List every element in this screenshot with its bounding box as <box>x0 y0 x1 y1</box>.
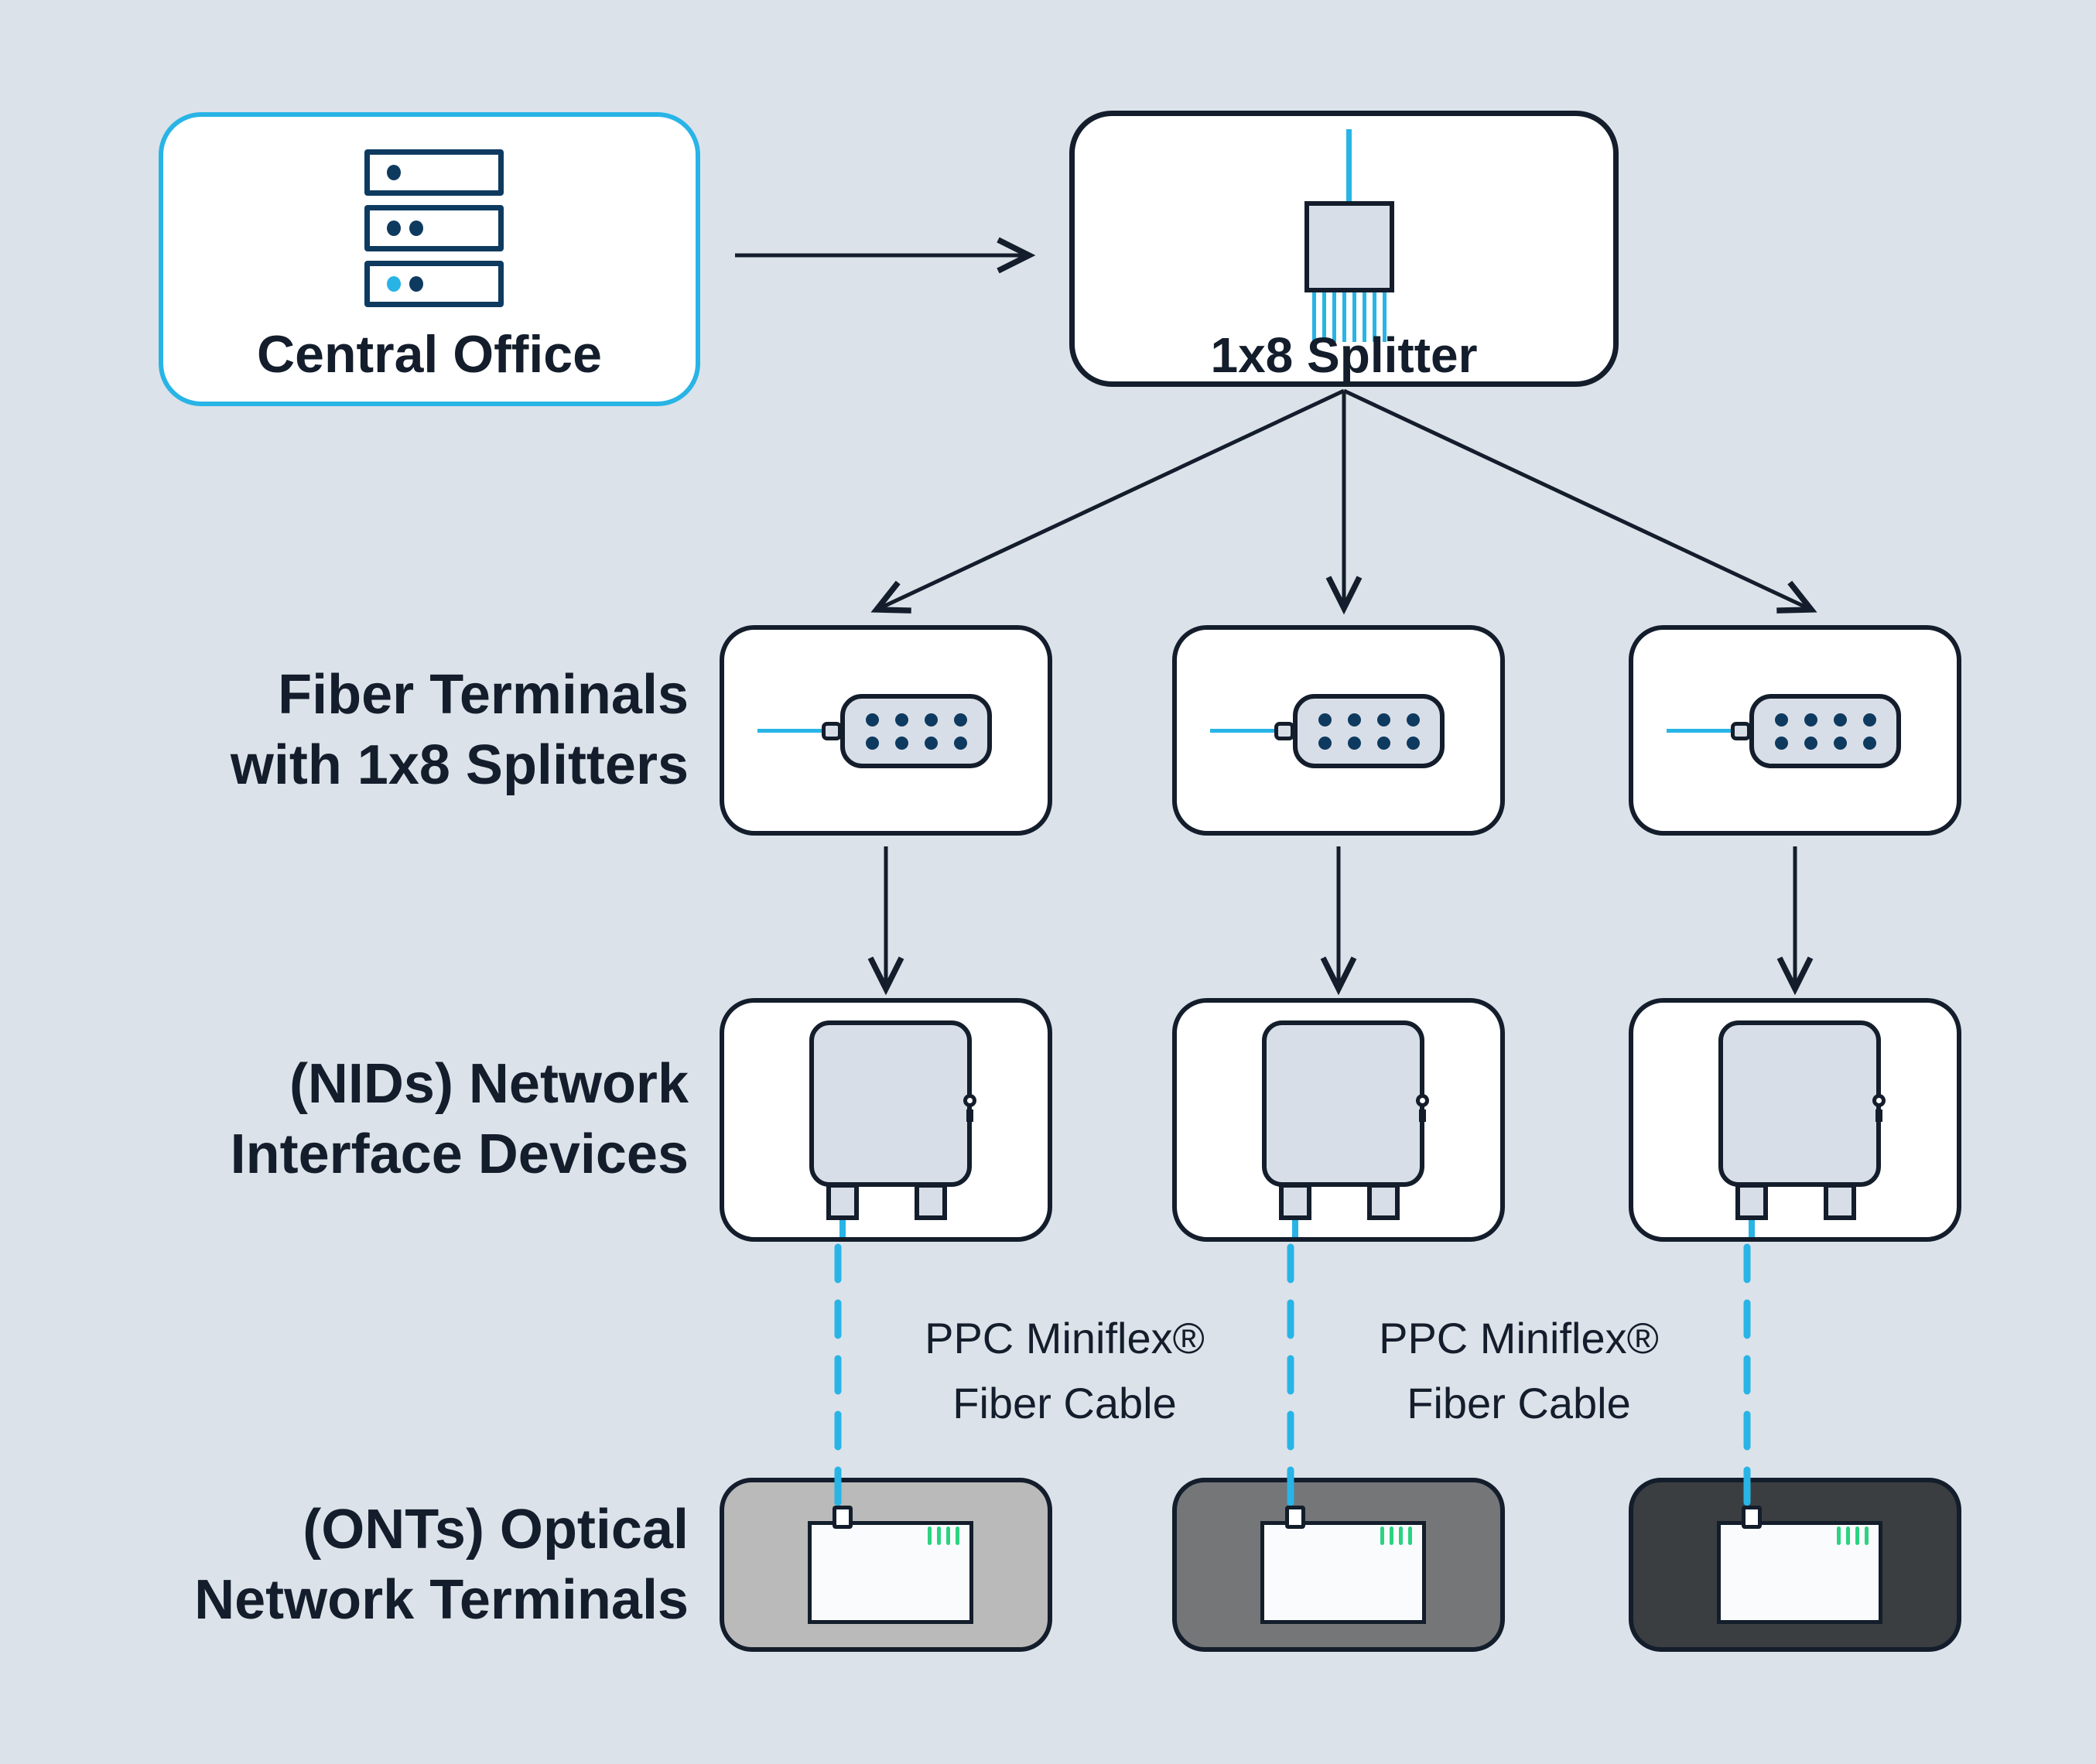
ont-signal-bar <box>946 1526 950 1545</box>
terminal-input-fiber <box>1667 729 1733 733</box>
ont-signal-bar <box>1399 1526 1403 1545</box>
ont-node-1 <box>720 1478 1052 1652</box>
server-led-active <box>387 276 401 292</box>
server-led <box>387 165 401 180</box>
nid-node-1 <box>720 998 1052 1242</box>
splitter-node: 1x8 Splitter <box>1069 111 1619 387</box>
central-office-node: Central Office <box>159 112 700 406</box>
terminal-input-fiber <box>1210 729 1277 733</box>
central-office-label: Central Office <box>257 325 602 384</box>
server-unit <box>364 149 504 196</box>
ont-node-3 <box>1629 1478 1961 1652</box>
ont-signal-bar <box>956 1526 959 1545</box>
nid-foot <box>1367 1183 1400 1220</box>
nid-foot <box>1824 1183 1856 1220</box>
fiber-terminal-node-3 <box>1629 625 1961 836</box>
terminal-connector <box>1731 722 1751 740</box>
ont-fiber-connector <box>1285 1506 1305 1529</box>
nid-foot <box>1735 1183 1768 1220</box>
terminal-connector <box>1274 722 1294 740</box>
nid-latch <box>1875 1109 1882 1122</box>
ont-signal-bar <box>1380 1526 1384 1545</box>
terminal-connector <box>822 722 842 740</box>
terminal-ports <box>840 694 992 768</box>
fiber-cable-label-1: PPC Miniflex® Fiber Cable <box>925 1314 1205 1427</box>
ont-signal-bar <box>1846 1526 1850 1545</box>
nid-node-3 <box>1629 998 1961 1242</box>
nid-latch <box>1419 1109 1426 1122</box>
splitter-body <box>1304 201 1394 292</box>
nid-node-2 <box>1172 998 1505 1242</box>
nid-foot <box>1279 1183 1311 1220</box>
ont-signal-bar <box>928 1526 932 1545</box>
nid-foot <box>915 1183 947 1220</box>
fiber-terminal-node-1 <box>720 625 1052 836</box>
ont-signal-bar <box>1408 1526 1412 1545</box>
server-unit <box>364 205 504 251</box>
ont-router-body <box>1260 1521 1426 1624</box>
ont-signal-bar <box>937 1526 941 1545</box>
terminal-ports <box>1749 694 1901 768</box>
terminal-ports <box>1293 694 1445 768</box>
ont-fiber-connector <box>1742 1506 1762 1529</box>
ont-router-body <box>808 1521 973 1624</box>
server-rack-icon <box>364 149 504 316</box>
nid-fiber-stub <box>839 1220 846 1237</box>
splitter-output-fibers <box>1312 292 1387 342</box>
server-led <box>387 220 401 236</box>
nid-fiber-stub <box>1749 1220 1755 1237</box>
nid-fiber-stub <box>1292 1220 1298 1237</box>
nid-enclosure <box>1262 1020 1424 1187</box>
nid-latch-knob <box>1872 1094 1886 1107</box>
server-unit <box>364 261 504 307</box>
nid-latch-knob <box>1416 1094 1429 1107</box>
arrow-splitter-to-terminal-3 <box>1342 388 1817 614</box>
fiber-terminal-node-2 <box>1172 625 1505 836</box>
onts-row-label: (ONTs) Optical Network Terminals <box>194 1499 689 1631</box>
ont-router-body <box>1717 1521 1882 1624</box>
nids-row-label: (NIDs) Network Interface Devices <box>230 1053 689 1185</box>
ont-signal-bar <box>1865 1526 1869 1545</box>
nid-latch-knob <box>963 1094 976 1107</box>
nid-foot <box>826 1183 859 1220</box>
ont-fiber-connector <box>833 1506 853 1529</box>
ont-signal-bar <box>1837 1526 1841 1545</box>
terminal-input-fiber <box>757 729 824 733</box>
nid-enclosure <box>809 1020 972 1187</box>
ont-node-2 <box>1172 1478 1505 1652</box>
fiber-cable-label-2: PPC Miniflex® Fiber Cable <box>1379 1314 1659 1427</box>
nid-enclosure <box>1718 1020 1881 1187</box>
server-led <box>409 220 423 236</box>
terminals-row-label: Fiber Terminals with 1x8 Splitters <box>230 664 689 796</box>
ont-signal-bar <box>1390 1526 1393 1545</box>
splitter-input-fiber <box>1346 129 1352 201</box>
splitter-label: 1x8 Splitter <box>1210 327 1478 383</box>
nid-latch <box>966 1109 973 1122</box>
arrow-splitter-to-terminal-1 <box>870 388 1345 614</box>
ont-signal-bar <box>1855 1526 1859 1545</box>
server-led <box>409 276 423 292</box>
